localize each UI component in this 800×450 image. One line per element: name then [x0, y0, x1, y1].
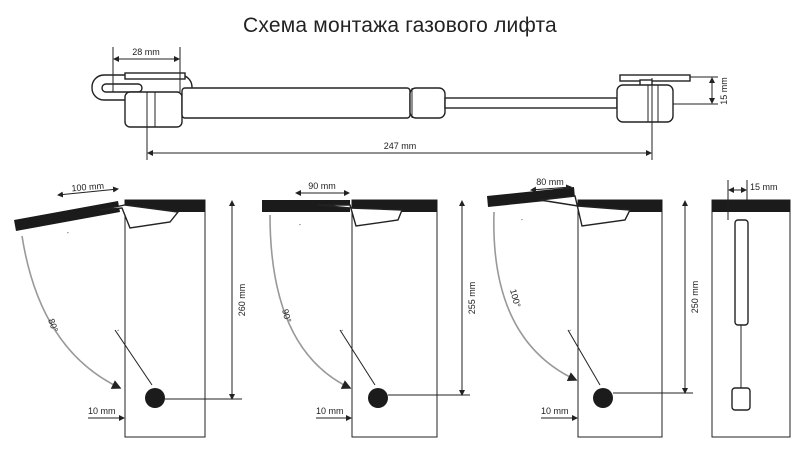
- dim-bracket-label: 28 mm: [132, 47, 160, 57]
- svg-text:250 mm: 250 mm: [690, 281, 700, 314]
- svg-text:100 mm: 100 mm: [71, 181, 104, 194]
- svg-text:90 mm: 90 mm: [308, 181, 336, 191]
- install-panel-90deg: 90° 90 mm 255 mm 10 mm: [262, 181, 477, 438]
- angle-arc: [269, 214, 352, 389]
- svg-text:15 mm: 15 mm: [750, 182, 778, 192]
- svg-text:90°: 90°: [280, 308, 293, 324]
- cabinet-side: [351, 199, 438, 438]
- cylinder-nose: [409, 87, 446, 119]
- dim-length-label: 247 mm: [384, 141, 417, 151]
- install-panel-100deg: 100° 80 mm 250 mm 10 mm: [487, 177, 700, 438]
- angle-arc: [21, 235, 122, 389]
- cabinet-side: [711, 199, 791, 438]
- install-panel-side-view: 15 mm: [711, 180, 791, 438]
- cabinet-side: [577, 199, 663, 438]
- gas-cylinder: [181, 87, 411, 119]
- dim-height-label: 15 mm: [719, 77, 729, 105]
- hinge: [99, 204, 180, 229]
- pivot-mount: [368, 388, 388, 408]
- install-panel-80deg: 80° 100 mm 260 mm 10 mm: [14, 181, 247, 438]
- svg-text:80 mm: 80 mm: [536, 177, 564, 187]
- svg-text:10 mm: 10 mm: [88, 406, 116, 416]
- svg-text:10 mm: 10 mm: [541, 406, 569, 416]
- cabinet-side: [124, 199, 206, 438]
- gas-lift-top-view: 28 mm 247 mm 15 mm: [91, 47, 729, 160]
- piston-rod: [444, 97, 618, 109]
- svg-text:10 mm: 10 mm: [316, 406, 344, 416]
- svg-text:255 mm: 255 mm: [467, 282, 477, 315]
- mounting-plate-right: [619, 74, 691, 82]
- end-fitting-right: [616, 84, 674, 123]
- diagram-title: Схема монтажа газового лифта: [243, 14, 557, 37]
- pivot-mount: [145, 388, 165, 408]
- svg-text:100°: 100°: [508, 288, 523, 309]
- lid: [14, 201, 120, 231]
- svg-text:260 mm: 260 mm: [237, 284, 247, 317]
- hinge: [317, 204, 404, 227]
- pivot-mount: [593, 388, 613, 408]
- gas-cylinder: [734, 219, 749, 326]
- pivot-mount: [731, 387, 751, 411]
- hinge: [539, 195, 632, 227]
- lid: [262, 200, 350, 212]
- angle-arc: [493, 211, 578, 381]
- svg-text:80°: 80°: [46, 317, 60, 334]
- end-fitting-left: [124, 91, 183, 128]
